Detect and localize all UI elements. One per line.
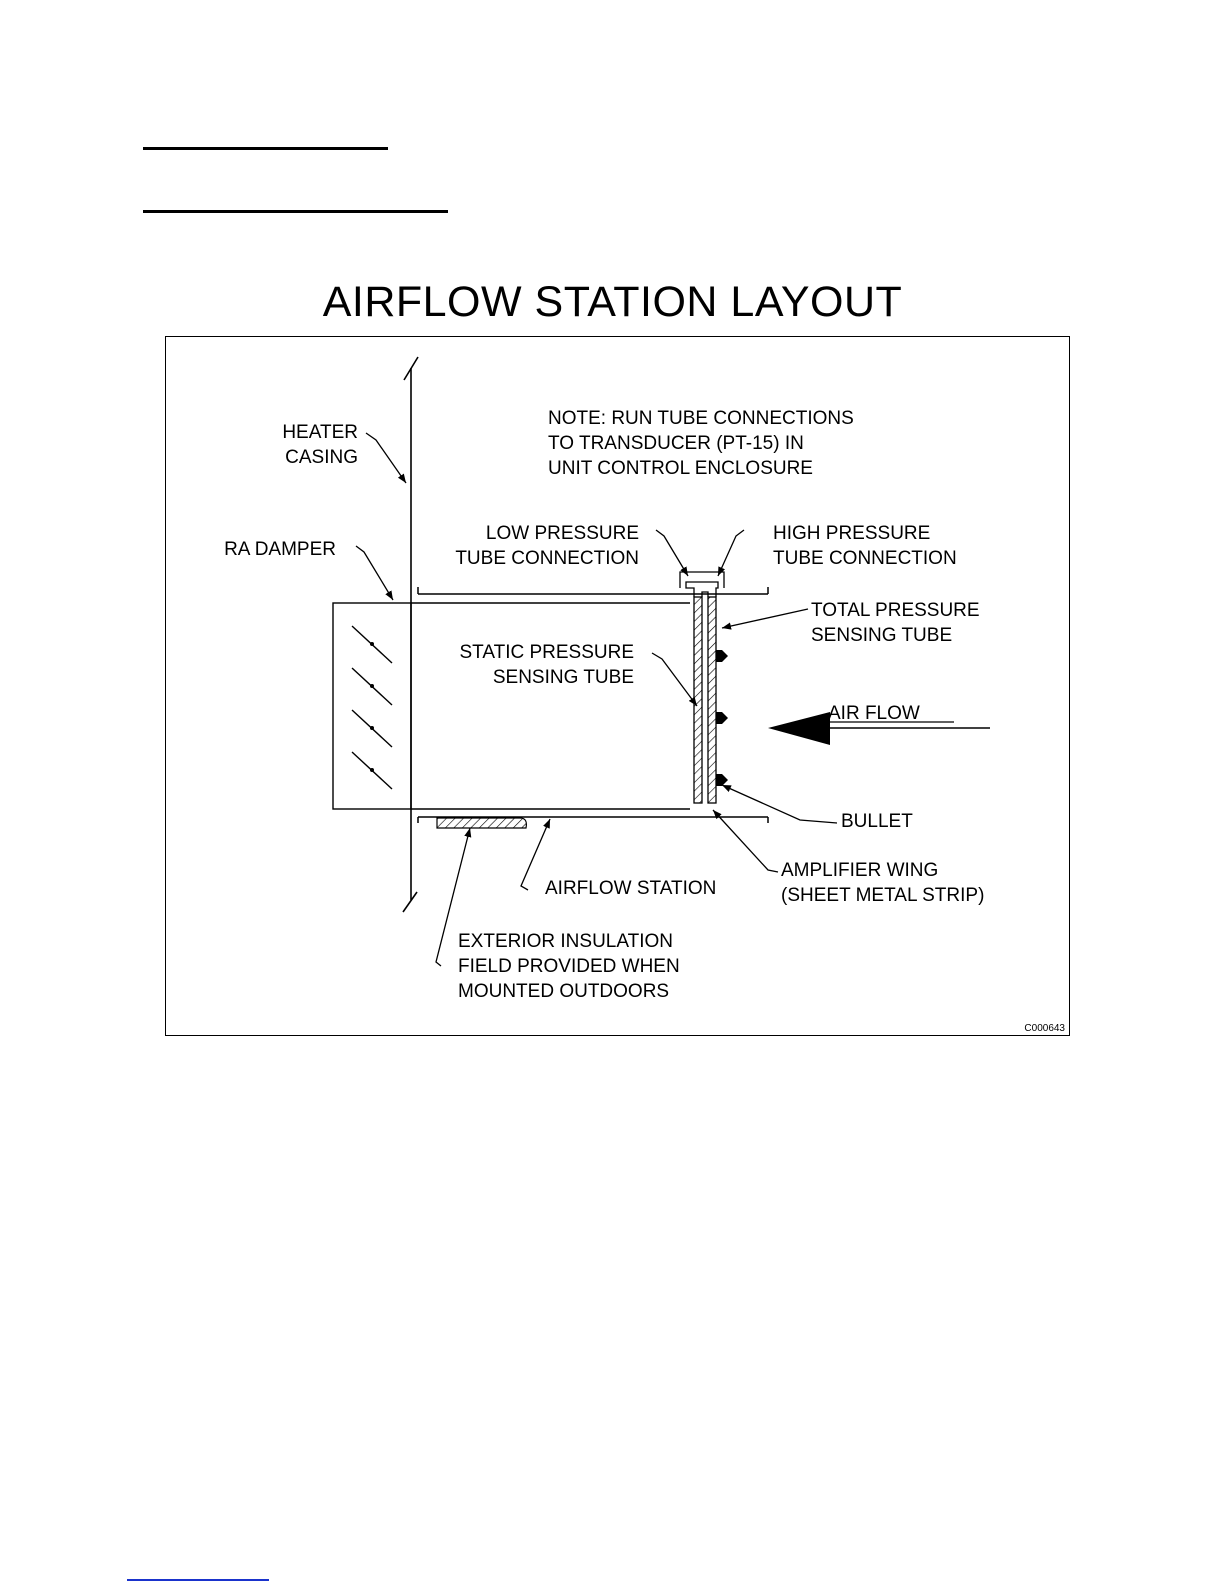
air-flow-label: AIR FLOW bbox=[828, 703, 920, 724]
bullet-label: BULLET bbox=[841, 811, 913, 832]
bullet-icons bbox=[716, 650, 728, 786]
air-flow-arrow bbox=[768, 712, 990, 745]
insulation-label-1: EXTERIOR INSULATION bbox=[458, 931, 673, 952]
leader-lines bbox=[355, 432, 838, 967]
diagram-title: AIRFLOW STATION LAYOUT bbox=[322, 278, 903, 326]
ra-damper-box bbox=[332, 602, 412, 810]
heater-casing-label-1: HEATER bbox=[282, 422, 358, 443]
low-pressure-label-1: LOW PRESSURE bbox=[486, 523, 639, 544]
airflow-station-label: AIRFLOW STATION bbox=[545, 878, 716, 899]
amplifier-label-1: AMPLIFIER WING bbox=[781, 860, 938, 881]
header-rule-2 bbox=[143, 210, 448, 213]
note-line-3: UNIT CONTROL ENCLOSURE bbox=[548, 458, 813, 479]
insulation-label-2: FIELD PROVIDED WHEN bbox=[458, 956, 680, 977]
heater-casing-label-2: CASING bbox=[285, 447, 358, 468]
header-rule-1 bbox=[143, 147, 388, 150]
exterior-insulation bbox=[436, 817, 527, 829]
note-line-2: TO TRANSDUCER (PT-15) IN bbox=[548, 433, 804, 454]
low-pressure-label-2: TUBE CONNECTION bbox=[455, 548, 639, 569]
high-pressure-label-2: TUBE CONNECTION bbox=[773, 548, 957, 569]
airflow-station-duct bbox=[411, 587, 769, 823]
static-pressure-label-2: SENSING TUBE bbox=[493, 667, 634, 688]
drawing-code: C000643 bbox=[1024, 1023, 1065, 1034]
amplifier-label-2: (SHEET METAL STRIP) bbox=[781, 885, 984, 906]
note-line-1: NOTE: RUN TUBE CONNECTIONS bbox=[548, 408, 854, 429]
sensing-tubes bbox=[679, 571, 725, 804]
total-pressure-label-1: TOTAL PRESSURE bbox=[811, 600, 980, 621]
high-pressure-label-1: HIGH PRESSURE bbox=[773, 523, 930, 544]
damper-pivots bbox=[370, 642, 374, 772]
diagram-frame bbox=[165, 336, 1070, 1036]
static-pressure-label-1: STATIC PRESSURE bbox=[459, 642, 634, 663]
total-pressure-label-2: SENSING TUBE bbox=[811, 625, 952, 646]
footer-link-rule bbox=[127, 1579, 269, 1581]
insulation-label-3: MOUNTED OUTDOORS bbox=[458, 981, 669, 1002]
ra-damper-label: RA DAMPER bbox=[224, 539, 336, 560]
